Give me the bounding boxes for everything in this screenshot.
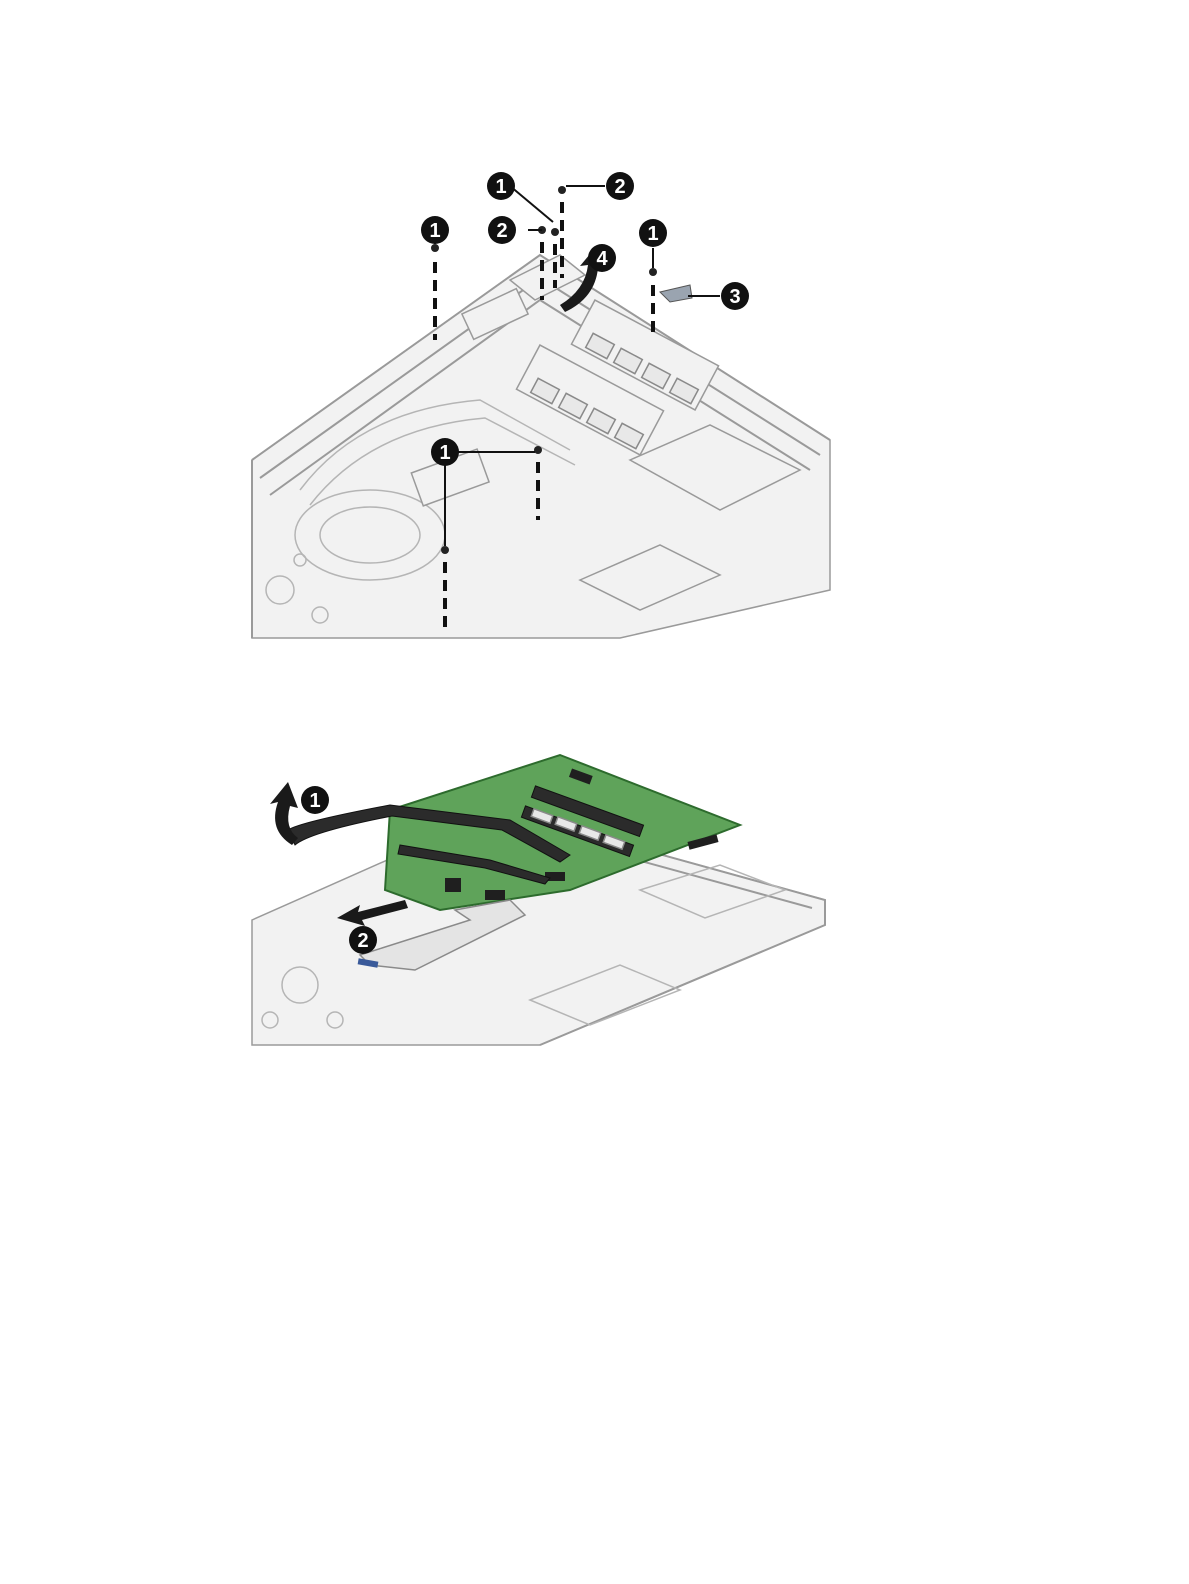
callout-1-center: 1 bbox=[431, 438, 459, 466]
lift-arrow bbox=[270, 782, 298, 845]
svg-text:2: 2 bbox=[357, 930, 368, 952]
callout-2-top-right: 2 bbox=[606, 172, 634, 200]
svg-text:1: 1 bbox=[309, 790, 320, 812]
figure-1-screw-removal-diagram: 1 2 1 2 1 4 3 1 bbox=[240, 160, 840, 650]
callout-3: 3 bbox=[721, 282, 749, 310]
svg-text:4: 4 bbox=[596, 248, 608, 270]
callout-2: 2 bbox=[349, 926, 377, 954]
svg-text:1: 1 bbox=[429, 220, 440, 242]
svg-text:1: 1 bbox=[495, 176, 506, 198]
callout-1-top-center: 1 bbox=[487, 172, 515, 200]
svg-text:3: 3 bbox=[729, 286, 740, 308]
bracket-part bbox=[660, 285, 692, 302]
callout-4: 4 bbox=[588, 244, 616, 272]
svg-text:1: 1 bbox=[647, 223, 658, 245]
callout-1-top-left: 1 bbox=[421, 216, 449, 244]
screw-top-left bbox=[431, 244, 439, 340]
figure-2-board-removal-diagram: 1 2 bbox=[240, 750, 840, 1055]
svg-text:1: 1 bbox=[439, 442, 450, 464]
callout-1-right: 1 bbox=[639, 219, 667, 247]
callout-2-center: 2 bbox=[488, 216, 516, 244]
callout-1: 1 bbox=[301, 786, 329, 814]
svg-text:2: 2 bbox=[614, 176, 625, 198]
svg-text:2: 2 bbox=[496, 220, 507, 242]
